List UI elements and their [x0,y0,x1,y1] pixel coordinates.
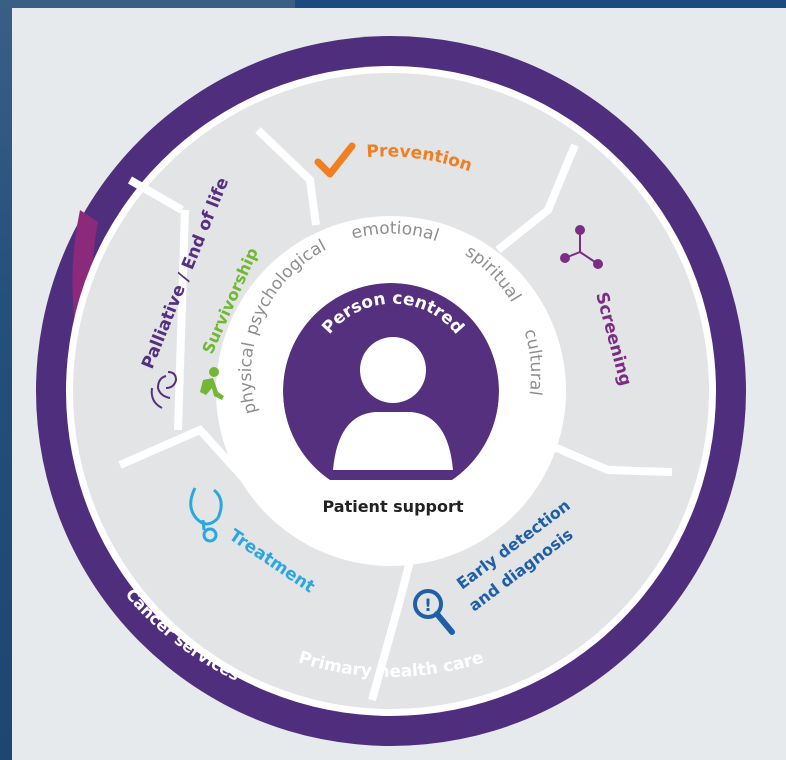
person-icon [333,337,453,470]
runner-icon [200,367,224,400]
stethoscope-icon [189,487,223,543]
checkmark-icon [314,142,356,178]
patient-support-band [320,480,466,520]
segment-dividers [118,127,673,702]
patient-support-label: Patient support [322,497,463,516]
top-accent-bar [295,0,786,8]
molecule-icon [560,225,603,269]
svg-text:!: ! [424,596,432,616]
caring-hands-icon [150,371,178,409]
magnifier-alert-icon: ! [413,589,455,635]
